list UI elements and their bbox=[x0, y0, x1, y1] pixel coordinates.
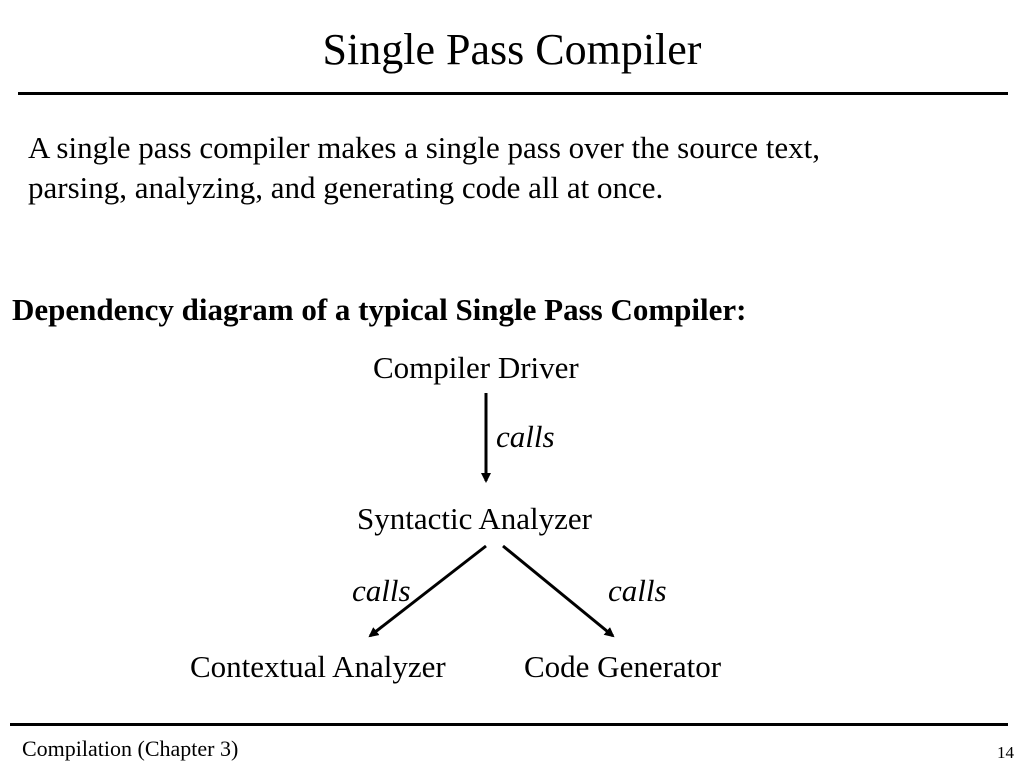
arrow-syntactic-to-codegen bbox=[502, 544, 615, 638]
node-code-generator: Code Generator bbox=[524, 649, 722, 684]
arrow-syntactic-to-contextual bbox=[368, 544, 487, 638]
footer-divider bbox=[10, 723, 1008, 726]
edge-label-calls: calls bbox=[496, 419, 555, 454]
node-syntactic-analyzer: Syntactic Analyzer bbox=[357, 501, 592, 536]
node-contextual-analyzer: Contextual Analyzer bbox=[190, 649, 446, 684]
page-number: 14 bbox=[997, 743, 1014, 762]
diagram-heading: Dependency diagram of a typical Single P… bbox=[12, 292, 747, 327]
edge-label-calls: calls bbox=[608, 573, 667, 608]
title-divider bbox=[18, 92, 1008, 95]
intro-paragraph: A single pass compiler makes a single pa… bbox=[28, 128, 988, 208]
edge-label-calls: calls bbox=[352, 573, 411, 608]
intro-line: parsing, analyzing, and generating code … bbox=[28, 170, 664, 205]
intro-line: A single pass compiler makes a single pa… bbox=[28, 130, 821, 165]
footer-chapter-label: Compilation (Chapter 3) bbox=[22, 736, 239, 761]
slide-title: Single Pass Compiler bbox=[322, 25, 702, 74]
node-compiler-driver: Compiler Driver bbox=[373, 350, 579, 385]
